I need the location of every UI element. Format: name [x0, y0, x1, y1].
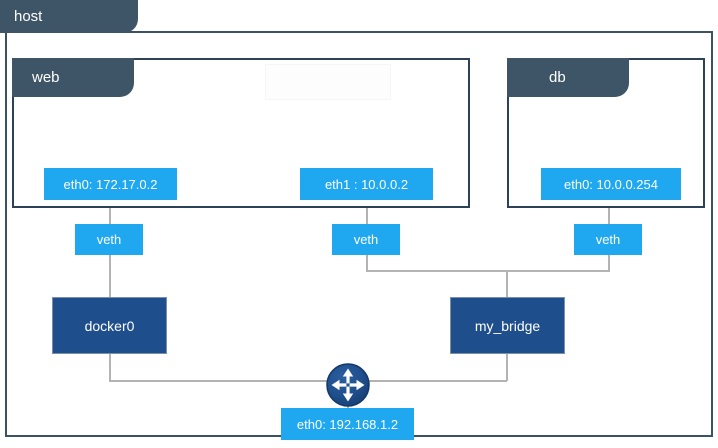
bridge-my-bridge[interactable]: my_bridge	[450, 297, 565, 354]
interface-db-eth0[interactable]: eth0: 10.0.0.254	[541, 168, 681, 200]
line-web-eth0-to-veth1	[109, 200, 111, 225]
veth-db-mybridge-label: veth	[595, 232, 621, 247]
line-docker0-down	[109, 353, 111, 381]
veth-web-docker0[interactable]: veth	[75, 224, 143, 255]
veth-db-mybridge[interactable]: veth	[574, 224, 642, 255]
bridge-docker0-label: docker0	[84, 317, 135, 334]
interface-db-eth0-label: eth0: 10.0.0.254	[564, 176, 658, 192]
interface-host-eth0-label: eth0: 192.168.1.2	[296, 416, 399, 432]
veth-web-mybridge-label: veth	[353, 232, 379, 247]
veth-web-mybridge[interactable]: veth	[332, 224, 400, 255]
interface-web-eth1-label: eth1 : 10.0.0.2	[324, 176, 409, 192]
interface-web-eth1[interactable]: eth1 : 10.0.0.2	[300, 168, 433, 200]
web-placeholder-rect	[265, 64, 391, 100]
container-tab-db[interactable]: db	[507, 58, 629, 97]
line-veth1-to-docker0	[109, 254, 111, 297]
line-veth2-down	[366, 254, 368, 271]
bridge-my-bridge-label: my_bridge	[474, 317, 541, 334]
line-bottom-bus	[109, 380, 507, 382]
interface-host-eth0[interactable]: eth0: 192.168.1.2	[281, 408, 414, 440]
container-tab-web-label: web	[32, 69, 60, 86]
router-icon[interactable]	[325, 362, 371, 408]
line-db-eth0-to-veth3	[608, 200, 610, 225]
host-tab-label: host	[14, 8, 43, 25]
line-veth3-down	[608, 254, 610, 271]
bridge-docker0[interactable]: docker0	[52, 297, 167, 354]
line-mybridge-bus	[366, 270, 610, 272]
interface-web-eth0[interactable]: eth0: 172.17.0.2	[44, 168, 177, 200]
container-tab-db-label: db	[549, 69, 566, 86]
line-web-eth1-to-veth2	[366, 200, 368, 225]
veth-web-docker0-label: veth	[96, 232, 122, 247]
line-bus-to-mybridge	[506, 270, 508, 297]
line-mybridge-down	[506, 353, 508, 381]
host-tab[interactable]: host	[0, 0, 138, 33]
container-tab-web[interactable]: web	[12, 58, 134, 97]
interface-web-eth0-label: eth0: 172.17.0.2	[63, 176, 158, 192]
